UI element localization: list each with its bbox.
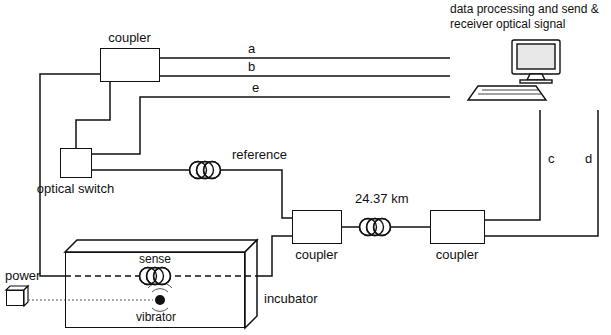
coupler-box: coupler: [430, 210, 485, 244]
part-label: incubator: [264, 291, 317, 306]
fiber-coil: [360, 219, 391, 236]
caption-text: data processing and send & receiver opti…: [450, 2, 606, 32]
fiber-letter: b: [246, 60, 257, 74]
part-label: vibrator: [136, 311, 176, 324]
fiber-coil: [190, 162, 221, 179]
part-label: coupler: [436, 247, 479, 262]
part-label: power: [5, 268, 40, 283]
coil-label: reference: [232, 148, 287, 162]
length-label: 24.37 km: [355, 192, 408, 206]
computer: data processing and send & receiver opti…: [450, 2, 606, 110]
incubator-box: [65, 240, 257, 328]
optical-switch-box: optical switch: [60, 148, 92, 178]
coupler-box: coupler: [292, 210, 342, 244]
power-cube: [6, 286, 28, 306]
optical-fiber: [92, 97, 450, 154]
part-label: coupler: [295, 247, 338, 262]
optical-fiber: [485, 110, 598, 236]
fiber-letter: a: [246, 42, 257, 56]
part-label: coupler: [108, 30, 151, 45]
vibrator-symbol: [148, 283, 172, 312]
optical-fiber: [76, 82, 110, 148]
fiber-letter: c: [546, 152, 557, 166]
optical-fiber: [485, 110, 540, 220]
optical-fiber: [92, 170, 292, 218]
optical-fiber: [257, 236, 292, 276]
part-label: optical switch: [37, 181, 114, 196]
coupler-box: coupler: [100, 48, 160, 82]
optical-fiber: [160, 57, 450, 59]
power-source: power: [6, 290, 24, 306]
optical-fiber: [160, 75, 450, 77]
fiber-letter: e: [250, 81, 261, 95]
computer-icon: [468, 40, 560, 100]
fiber-coil: [140, 268, 171, 285]
optical-fiber: [40, 74, 100, 276]
coil-label: sense: [139, 253, 171, 266]
power-wire: [28, 300, 153, 301]
fiber-letter: d: [583, 152, 594, 166]
